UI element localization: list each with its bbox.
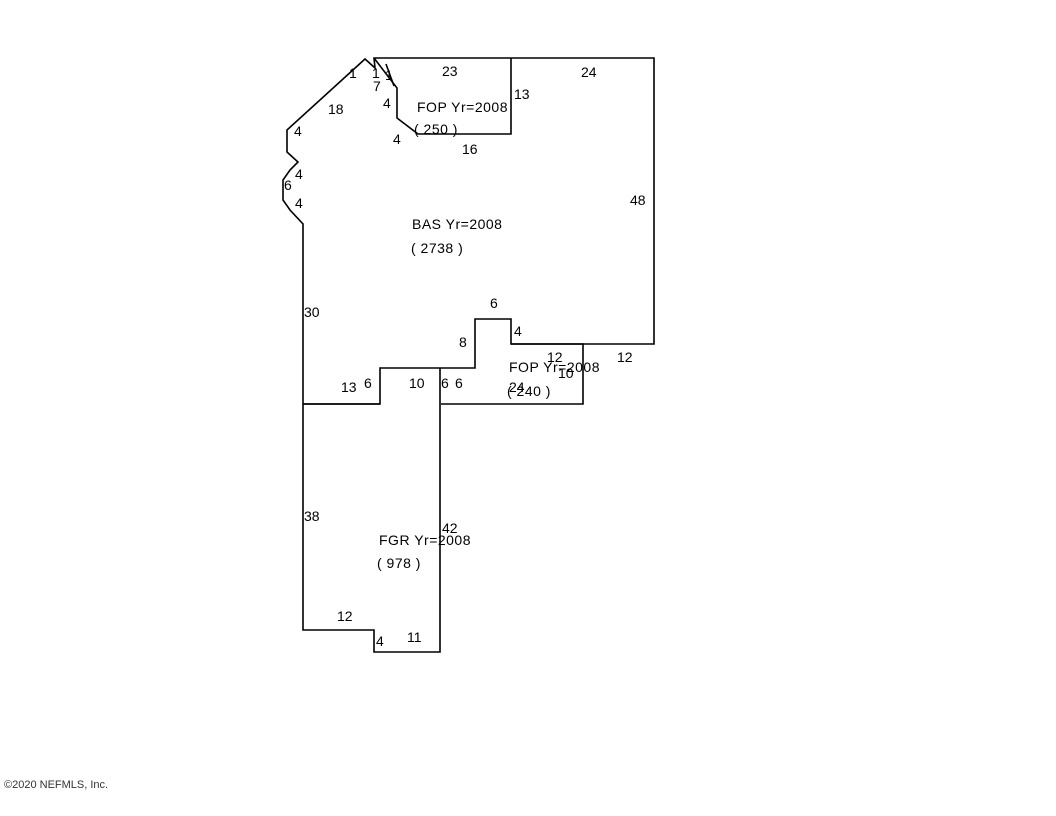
dim-label: 10 [558, 365, 574, 381]
dim-label: 1 [349, 65, 357, 81]
dim-label: 23 [442, 63, 458, 79]
bas-label: BAS Yr=2008 [412, 216, 502, 232]
dim-label: 13 [341, 379, 357, 395]
fop-north-size: ( 250 ) [414, 121, 458, 137]
dim-label: 4 [514, 323, 522, 339]
dim-label: 4 [295, 166, 303, 182]
dim-label: 4 [294, 123, 302, 139]
dim-label: 6 [284, 177, 292, 193]
dim-label: 6 [441, 375, 449, 391]
dim-label: 8 [459, 334, 467, 350]
dim-label: 24 [581, 64, 597, 80]
copyright-notice: ©2020 NEFMLS, Inc. [4, 779, 109, 791]
bas-size: ( 2738 ) [411, 240, 463, 256]
dim-label: 4 [295, 195, 303, 211]
fgr-size: ( 978 ) [377, 555, 421, 571]
dim-label: 7 [373, 78, 381, 94]
dim-label: 4 [376, 633, 384, 649]
fop-north-inner-edge [385, 63, 395, 87]
dim-label: 6 [364, 375, 372, 391]
dim-label: 42 [442, 520, 458, 536]
dim-label: 1 [385, 67, 393, 83]
dim-label: 6 [490, 295, 498, 311]
fgr-label: FGR Yr=2008 [379, 532, 471, 548]
dim-label: 12 [617, 349, 633, 365]
dim-label: 48 [630, 192, 646, 208]
dim-label: 16 [462, 141, 478, 157]
dim-label: 10 [409, 375, 425, 391]
fgr-outline [302, 368, 441, 653]
dim-label: 11 [407, 629, 422, 645]
dim-label: 24 [509, 379, 525, 395]
dim-label: 30 [304, 304, 320, 320]
dim-label: 12 [547, 349, 563, 365]
dim-label: 4 [393, 131, 401, 147]
dim-label: 38 [304, 508, 320, 524]
dim-label: 4 [383, 95, 391, 111]
dim-label: 13 [514, 86, 530, 102]
fop-south-size: ( 240 ) [507, 383, 551, 399]
fop-south-label: FOP Yr=2008 [509, 359, 600, 375]
dim-label: 18 [328, 101, 344, 117]
fop-north-label: FOP Yr=2008 [417, 99, 508, 115]
dim-label: 6 [455, 375, 463, 391]
fop-south-outline [441, 343, 584, 405]
dim-label: 12 [337, 608, 353, 624]
dim-label: 1 [372, 65, 380, 81]
